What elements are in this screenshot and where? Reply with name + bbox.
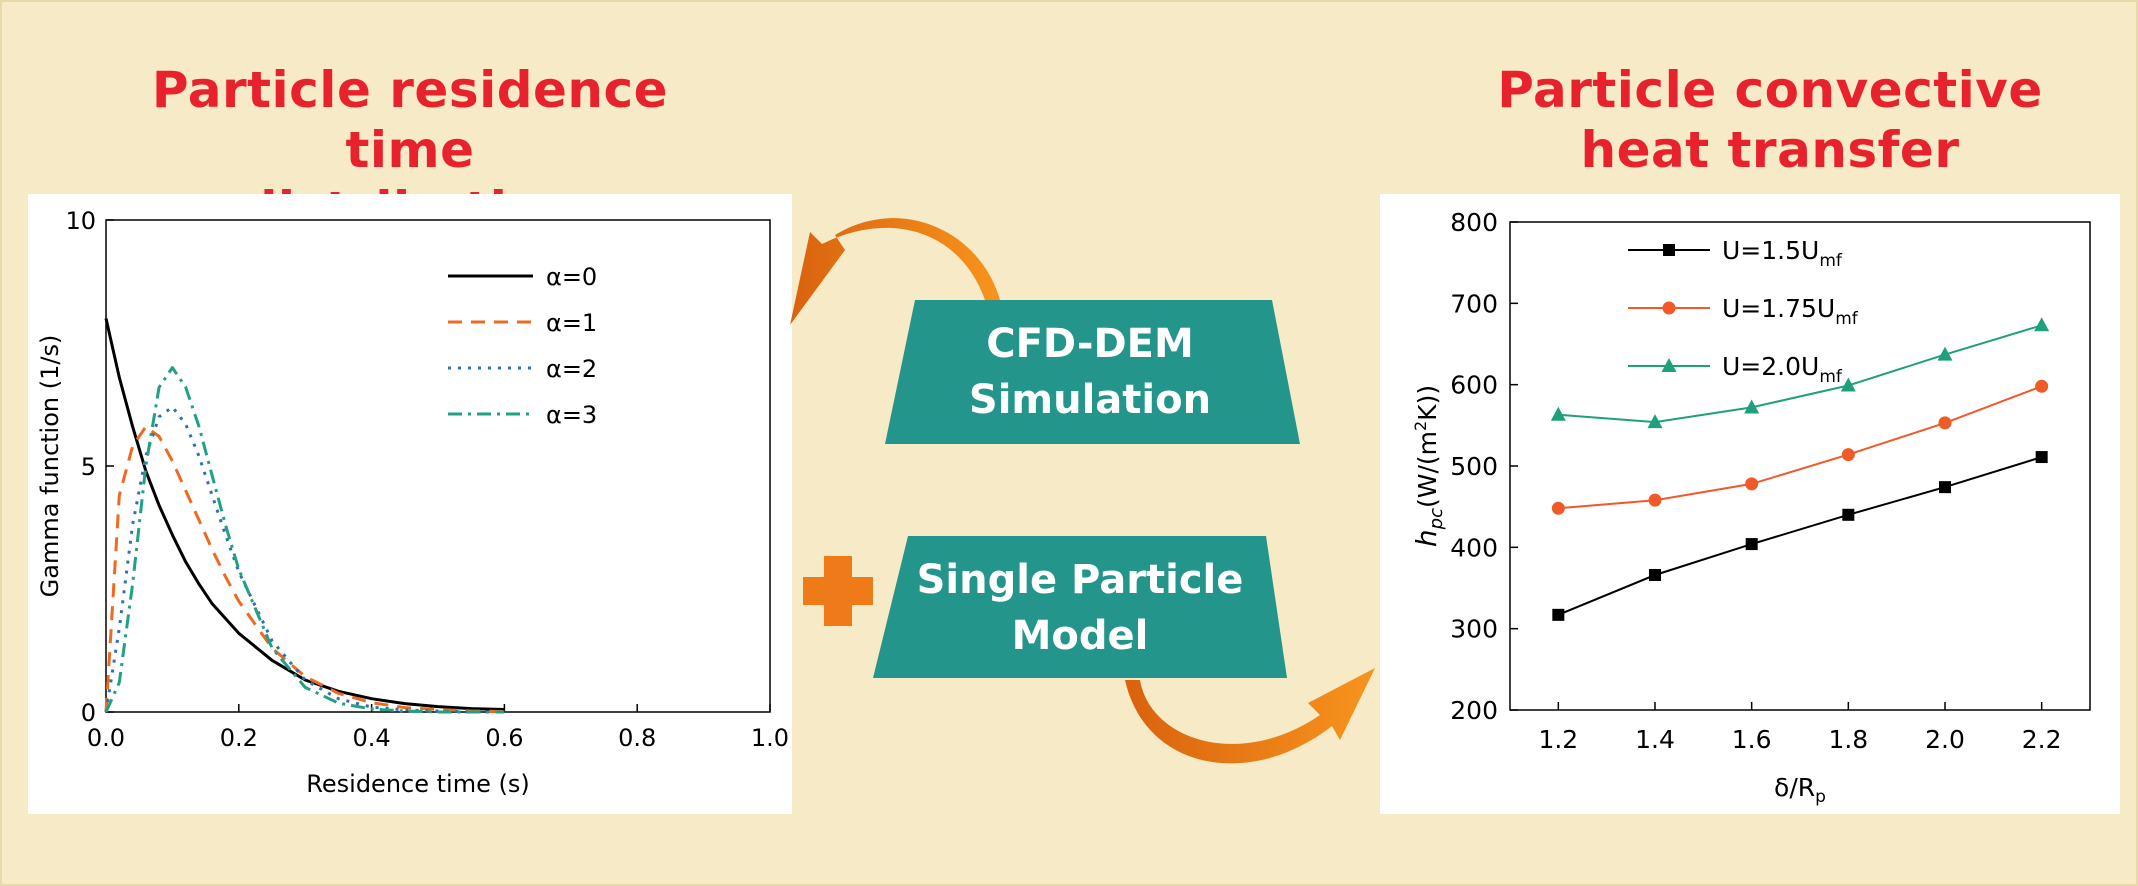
legend-marker-2 <box>1661 358 1677 372</box>
y-axis-label: hpc(W/(m2K)) <box>1410 385 1447 547</box>
data-point-0-0 <box>1552 608 1565 621</box>
y-axis-label-part-3: 2 <box>1411 421 1430 431</box>
y-axis-label-part-4: K)) <box>1413 385 1442 421</box>
series-line-3 <box>104 366 505 714</box>
single-particle-label-line2: Model <box>1011 613 1149 659</box>
x-tick-label: 0.0 <box>87 724 125 752</box>
data-point-1-1 <box>1648 493 1662 507</box>
data-point-1-0 <box>1551 501 1565 515</box>
series-line-0 <box>104 318 505 711</box>
y-axis-label-part-2: (W/(m <box>1413 431 1442 508</box>
y-tick-label: 800 <box>1450 208 1498 237</box>
x-tick-label: 1.2 <box>1538 725 1578 754</box>
right-heading: Particle convective heat transfer <box>1480 60 2060 180</box>
series-line-1 <box>1558 385 2043 510</box>
data-point-0-2 <box>1745 538 1758 551</box>
data-point-2-4 <box>1937 346 1953 361</box>
y-tick-label: 500 <box>1450 452 1498 481</box>
y-tick-label: 10 <box>65 207 96 235</box>
data-point-2-3 <box>1840 377 1856 392</box>
data-point-2-5 <box>2034 317 2050 332</box>
data-point-2-1 <box>1647 414 1663 429</box>
x-tick-label: 1.4 <box>1635 725 1675 754</box>
series-line-1 <box>104 425 505 713</box>
x-tick-label: 2.0 <box>1925 725 1965 754</box>
legend-label-0: U=1.5Umf <box>1722 236 1843 271</box>
plot-frame <box>105 219 771 713</box>
series-line-2 <box>1558 324 2042 424</box>
data-point-0-1 <box>1649 568 1661 581</box>
x-tick-label: 0.8 <box>618 724 656 752</box>
x-tick-label: 1.8 <box>1828 725 1868 754</box>
data-point-0-5 <box>2035 451 2048 464</box>
curved-arrow-right-icon <box>1125 668 1375 764</box>
x-tick-label: 1.6 <box>1732 725 1772 754</box>
y-tick-label: 700 <box>1450 289 1498 318</box>
cfd-dem-label-line1: CFD-DEM <box>986 321 1194 367</box>
data-point-1-2 <box>1745 477 1759 491</box>
data-point-0-4 <box>1939 481 1951 494</box>
y-axis-label-part-0: h <box>1410 529 1443 547</box>
legend-label-1: U=1.75Umf <box>1722 294 1859 329</box>
cfd-dem-badge-label: CFD-DEM Simulation <box>880 316 1300 428</box>
legend-label-0: α=0 <box>546 263 597 291</box>
data-point-1-5 <box>2035 379 2049 393</box>
y-tick-label: 600 <box>1450 371 1498 400</box>
x-tick-label: 0.6 <box>485 724 523 752</box>
x-axis-label-sub: p <box>1815 787 1826 807</box>
data-point-2-2 <box>1744 399 1760 414</box>
x-axis-label: δ/Rp <box>1774 773 1826 807</box>
y-tick-label: 300 <box>1450 615 1498 644</box>
curved-arrow-left-icon <box>790 218 1000 325</box>
y-tick-label: 200 <box>1450 696 1498 725</box>
data-point-1-4 <box>1938 416 1952 430</box>
cfd-dem-label-line2: Simulation <box>968 377 1212 423</box>
y-axis-label: Gamma function (1/s) <box>36 335 64 598</box>
heat-transfer-chart-panel: 1.2 1.4 1.6 1.8 2.0 2.2 200 300 400 500 600 700 800 δ… <box>1380 194 2120 814</box>
y-tick-label: 400 <box>1450 533 1498 562</box>
x-axis-label: Residence time (s) <box>306 770 529 798</box>
series-line-2 <box>104 405 505 714</box>
legend-label-sub-2: mf <box>1819 367 1843 387</box>
single-particle-badge-label: Single Particle Model <box>870 552 1290 664</box>
x-tick-label: 0.4 <box>353 724 391 752</box>
data-point-2-0 <box>1550 406 1566 421</box>
y-tick-label: 0 <box>81 699 96 727</box>
legend-label-sub-0: mf <box>1819 251 1843 271</box>
right-heading-line1: Particle convective <box>1497 61 2043 119</box>
data-point-1-3 <box>1841 448 1855 462</box>
x-tick-label: 2.2 <box>2022 725 2062 754</box>
heat-transfer-chart: 1.2 1.4 1.6 1.8 2.0 2.2 200 300 400 500 600 700 800 δ… <box>1410 208 2091 807</box>
x-tick-label: 1.0 <box>751 724 789 752</box>
legend-marker-0 <box>1663 244 1675 256</box>
series-line-0 <box>1557 456 2042 616</box>
legend-label-2: U=2.0Umf <box>1722 352 1843 387</box>
data-point-0-3 <box>1842 508 1855 521</box>
y-tick-label: 5 <box>81 453 96 481</box>
legend-marker-1 <box>1662 301 1676 315</box>
legend-label-1: α=1 <box>546 309 597 337</box>
y-axis-label-part-1: pc <box>1426 508 1447 530</box>
legend-label-2: α=2 <box>546 355 597 383</box>
legend-label-3: α=3 <box>546 401 597 429</box>
legend-label-sub-1: mf <box>1835 309 1859 329</box>
plus-icon <box>803 556 873 626</box>
left-heading-line1: Particle residence time <box>151 61 669 179</box>
right-heading-line2: heat transfer <box>1580 121 1960 179</box>
x-tick-label: 0.2 <box>220 724 258 752</box>
single-particle-label-line1: Single Particle <box>916 557 1244 603</box>
